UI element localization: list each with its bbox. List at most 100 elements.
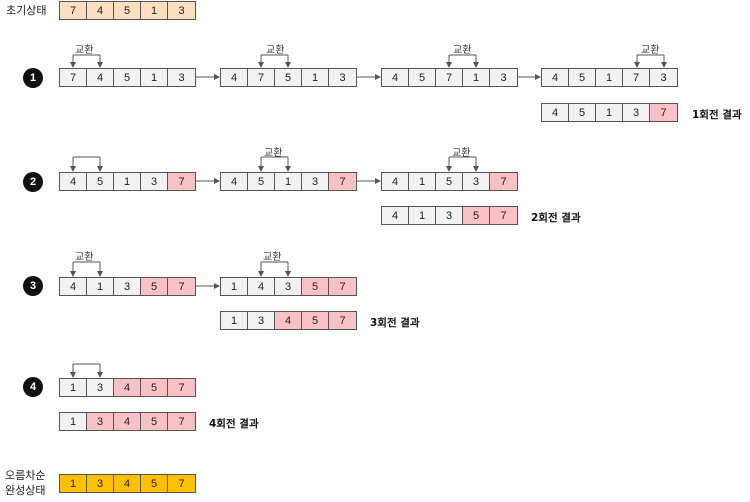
swap-label: 교환 xyxy=(75,45,94,56)
array-cell: 5 xyxy=(569,69,596,86)
final-label-line2: 완성상태 xyxy=(5,484,46,497)
array-cell: 3 xyxy=(87,413,114,430)
swap-label: 교환 xyxy=(453,45,472,56)
swap-label: 교환 xyxy=(75,252,94,263)
array-cell: 1 xyxy=(141,69,168,86)
array-cell: 1 xyxy=(60,475,87,492)
array-cell: 7 xyxy=(623,69,650,86)
array-cell: 4 xyxy=(382,207,409,224)
array-cell: 1 xyxy=(87,278,114,295)
array-cell: 5 xyxy=(302,278,329,295)
array-cell: 7 xyxy=(60,69,87,86)
array-cell: 5 xyxy=(114,69,141,86)
array-cell: 1 xyxy=(275,173,302,190)
round-2-result-label: 2회전 결과 xyxy=(531,212,581,224)
array-cell: 4 xyxy=(114,475,141,492)
array-cell: 3 xyxy=(302,173,329,190)
array-cell: 1 xyxy=(221,312,248,329)
array-cell: 4 xyxy=(87,69,114,86)
array-cell: 5 xyxy=(248,173,275,190)
array-cell: 7 xyxy=(329,173,356,190)
array-cell: 7 xyxy=(168,475,195,492)
array-cell: 4 xyxy=(60,278,87,295)
array-cell: 3 xyxy=(275,278,302,295)
array-cell: 1 xyxy=(60,379,87,396)
round-4-result-label: 4회전 결과 xyxy=(209,418,259,430)
array-cell: 1 xyxy=(141,2,168,19)
array-cell: 1 xyxy=(114,173,141,190)
array-cell: 7 xyxy=(490,173,517,190)
array-cell: 3 xyxy=(248,312,275,329)
array-cell: 1 xyxy=(596,104,623,121)
round-1-result-label: 1회전 결과 xyxy=(692,109,742,121)
array-cell: 7 xyxy=(168,173,195,190)
array-cell: 3 xyxy=(490,69,517,86)
array-cell: 5 xyxy=(302,312,329,329)
swap-label: 교환 xyxy=(641,45,660,56)
array-cell: 5 xyxy=(463,207,490,224)
array-cell: 4 xyxy=(114,379,141,396)
array-cell: 5 xyxy=(141,278,168,295)
swap-label: 교환 xyxy=(263,252,282,263)
initial-state-label: 초기상태 xyxy=(6,4,47,17)
array-cell: 3 xyxy=(168,2,195,19)
array-cell: 1 xyxy=(596,69,623,86)
array-cell: 4 xyxy=(382,173,409,190)
swap-label: 교환 xyxy=(266,45,285,56)
array-cell: 5 xyxy=(141,379,168,396)
array-cell: 1 xyxy=(60,413,87,430)
array-cell: 7 xyxy=(650,104,677,121)
array-cell: 3 xyxy=(114,278,141,295)
array-cell: 5 xyxy=(141,475,168,492)
array-cell: 7 xyxy=(248,69,275,86)
array-cell: 4 xyxy=(60,173,87,190)
array-cell: 3 xyxy=(623,104,650,121)
round-1-badge: 1 xyxy=(23,68,43,88)
array-cell: 4 xyxy=(542,104,569,121)
array-cell: 3 xyxy=(141,173,168,190)
array-cell: 4 xyxy=(275,312,302,329)
array-cell: 1 xyxy=(409,173,436,190)
array-cell: 5 xyxy=(436,173,463,190)
array-cell: 3 xyxy=(650,69,677,86)
swap-label: 교환 xyxy=(452,148,471,159)
swap-label: 교환 xyxy=(264,148,283,159)
array-cell: 5 xyxy=(114,2,141,19)
array-cell: 7 xyxy=(60,2,87,19)
array-cell: 5 xyxy=(569,104,596,121)
array-cell: 5 xyxy=(87,173,114,190)
array-cell: 3 xyxy=(329,69,356,86)
array-cell: 3 xyxy=(436,207,463,224)
array-cell: 7 xyxy=(329,278,356,295)
array-cell: 3 xyxy=(463,173,490,190)
round-4-badge: 4 xyxy=(23,377,43,397)
array-cell: 3 xyxy=(168,69,195,86)
array-cell: 1 xyxy=(463,69,490,86)
round-2-badge: 2 xyxy=(23,172,43,192)
array-cell: 4 xyxy=(87,2,114,19)
round-3-badge: 3 xyxy=(23,276,43,296)
array-cell: 7 xyxy=(168,278,195,295)
array-cell: 4 xyxy=(221,69,248,86)
array-cell: 4 xyxy=(382,69,409,86)
array-cell: 5 xyxy=(275,69,302,86)
array-cell: 7 xyxy=(168,379,195,396)
array-cell: 7 xyxy=(329,312,356,329)
array-cell: 5 xyxy=(141,413,168,430)
round-3-result-label: 3회전 결과 xyxy=(370,317,420,329)
